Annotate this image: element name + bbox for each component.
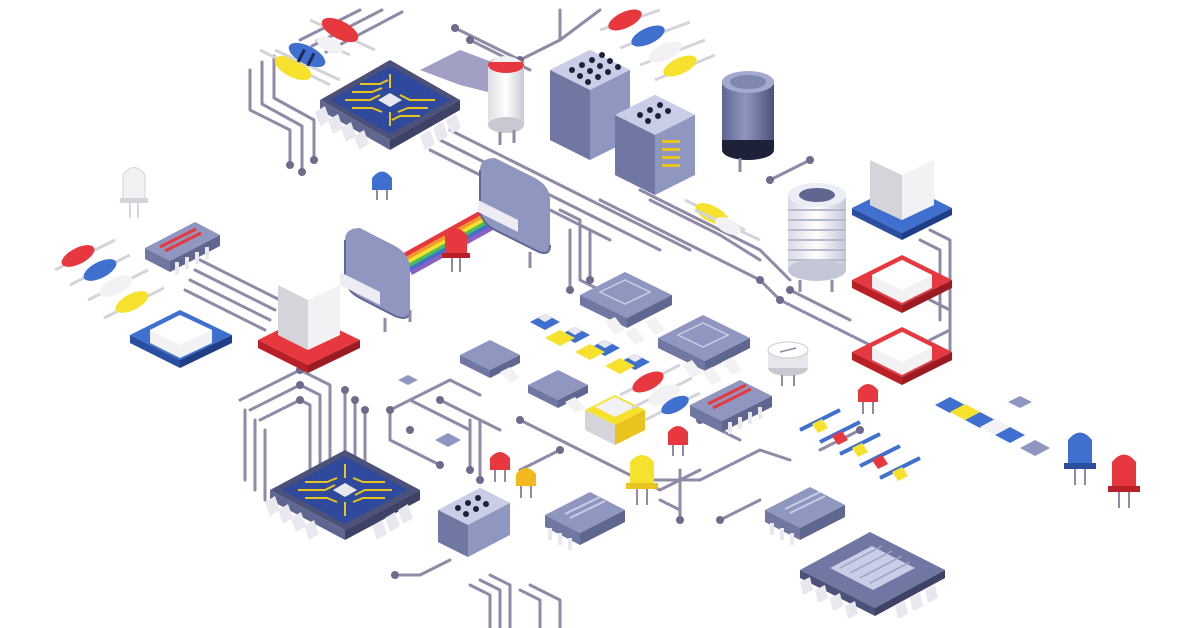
- socket-red-lower-icon: [852, 327, 952, 385]
- header-connector-icon: [615, 95, 695, 195]
- led-icon: [120, 167, 148, 218]
- sot-chip-2-icon: [528, 370, 588, 413]
- red-transistor-icon: [490, 384, 878, 482]
- yellow-led-icon: [626, 455, 658, 505]
- yellow-transistor-icon: [516, 468, 536, 498]
- resistor-group-top-right: [599, 8, 716, 82]
- ribbon-connector-left: [340, 228, 412, 332]
- regulator-chip-icon: [580, 272, 672, 345]
- connector-icon: [550, 50, 630, 160]
- resistor-icon: [259, 17, 376, 87]
- ic-chip-center-icon: [690, 380, 772, 434]
- transistor-icon: [372, 171, 392, 200]
- fuse-icon: [684, 198, 761, 242]
- ic-chip-left-icon: [145, 222, 220, 274]
- capacitor-icon: [488, 56, 524, 145]
- red-led-icon: [442, 228, 470, 272]
- sot-chip-icon: [460, 340, 520, 383]
- microchip-icon: [315, 60, 461, 150]
- socket-blue-left-icon: [130, 310, 232, 368]
- ic-chip-bottom-icon: [545, 492, 625, 550]
- inductor-icon: [788, 183, 846, 292]
- red-led-right-icon: [1108, 454, 1140, 508]
- connector-bottom-icon: [438, 488, 510, 557]
- regulator-chip-2-icon: [658, 315, 750, 385]
- resistor-group-center: [619, 363, 701, 422]
- resistor-group-left: [54, 238, 165, 320]
- cpu-socket-icon: [800, 532, 945, 619]
- smd-component-icon: [398, 314, 650, 385]
- electrolytic-capacitor-icon: [722, 71, 774, 172]
- ceramic-capacitor-icon: [585, 395, 645, 445]
- socket-red-icon: [852, 255, 952, 313]
- relay-white-icon: [258, 270, 360, 373]
- smd-bottom-left-icon: [435, 433, 461, 447]
- buzzer-icon: [767, 341, 809, 386]
- ic-chip-bottom-right-icon: [765, 487, 845, 545]
- microchip-bottom-icon: [265, 450, 420, 540]
- smd-cluster-right-icon: [799, 396, 1050, 481]
- socket-blue-icon: [852, 145, 952, 240]
- ribbon-connector-right: [478, 158, 551, 268]
- chip-shadow-wedge: [420, 50, 500, 95]
- blue-led-icon: [1064, 432, 1096, 485]
